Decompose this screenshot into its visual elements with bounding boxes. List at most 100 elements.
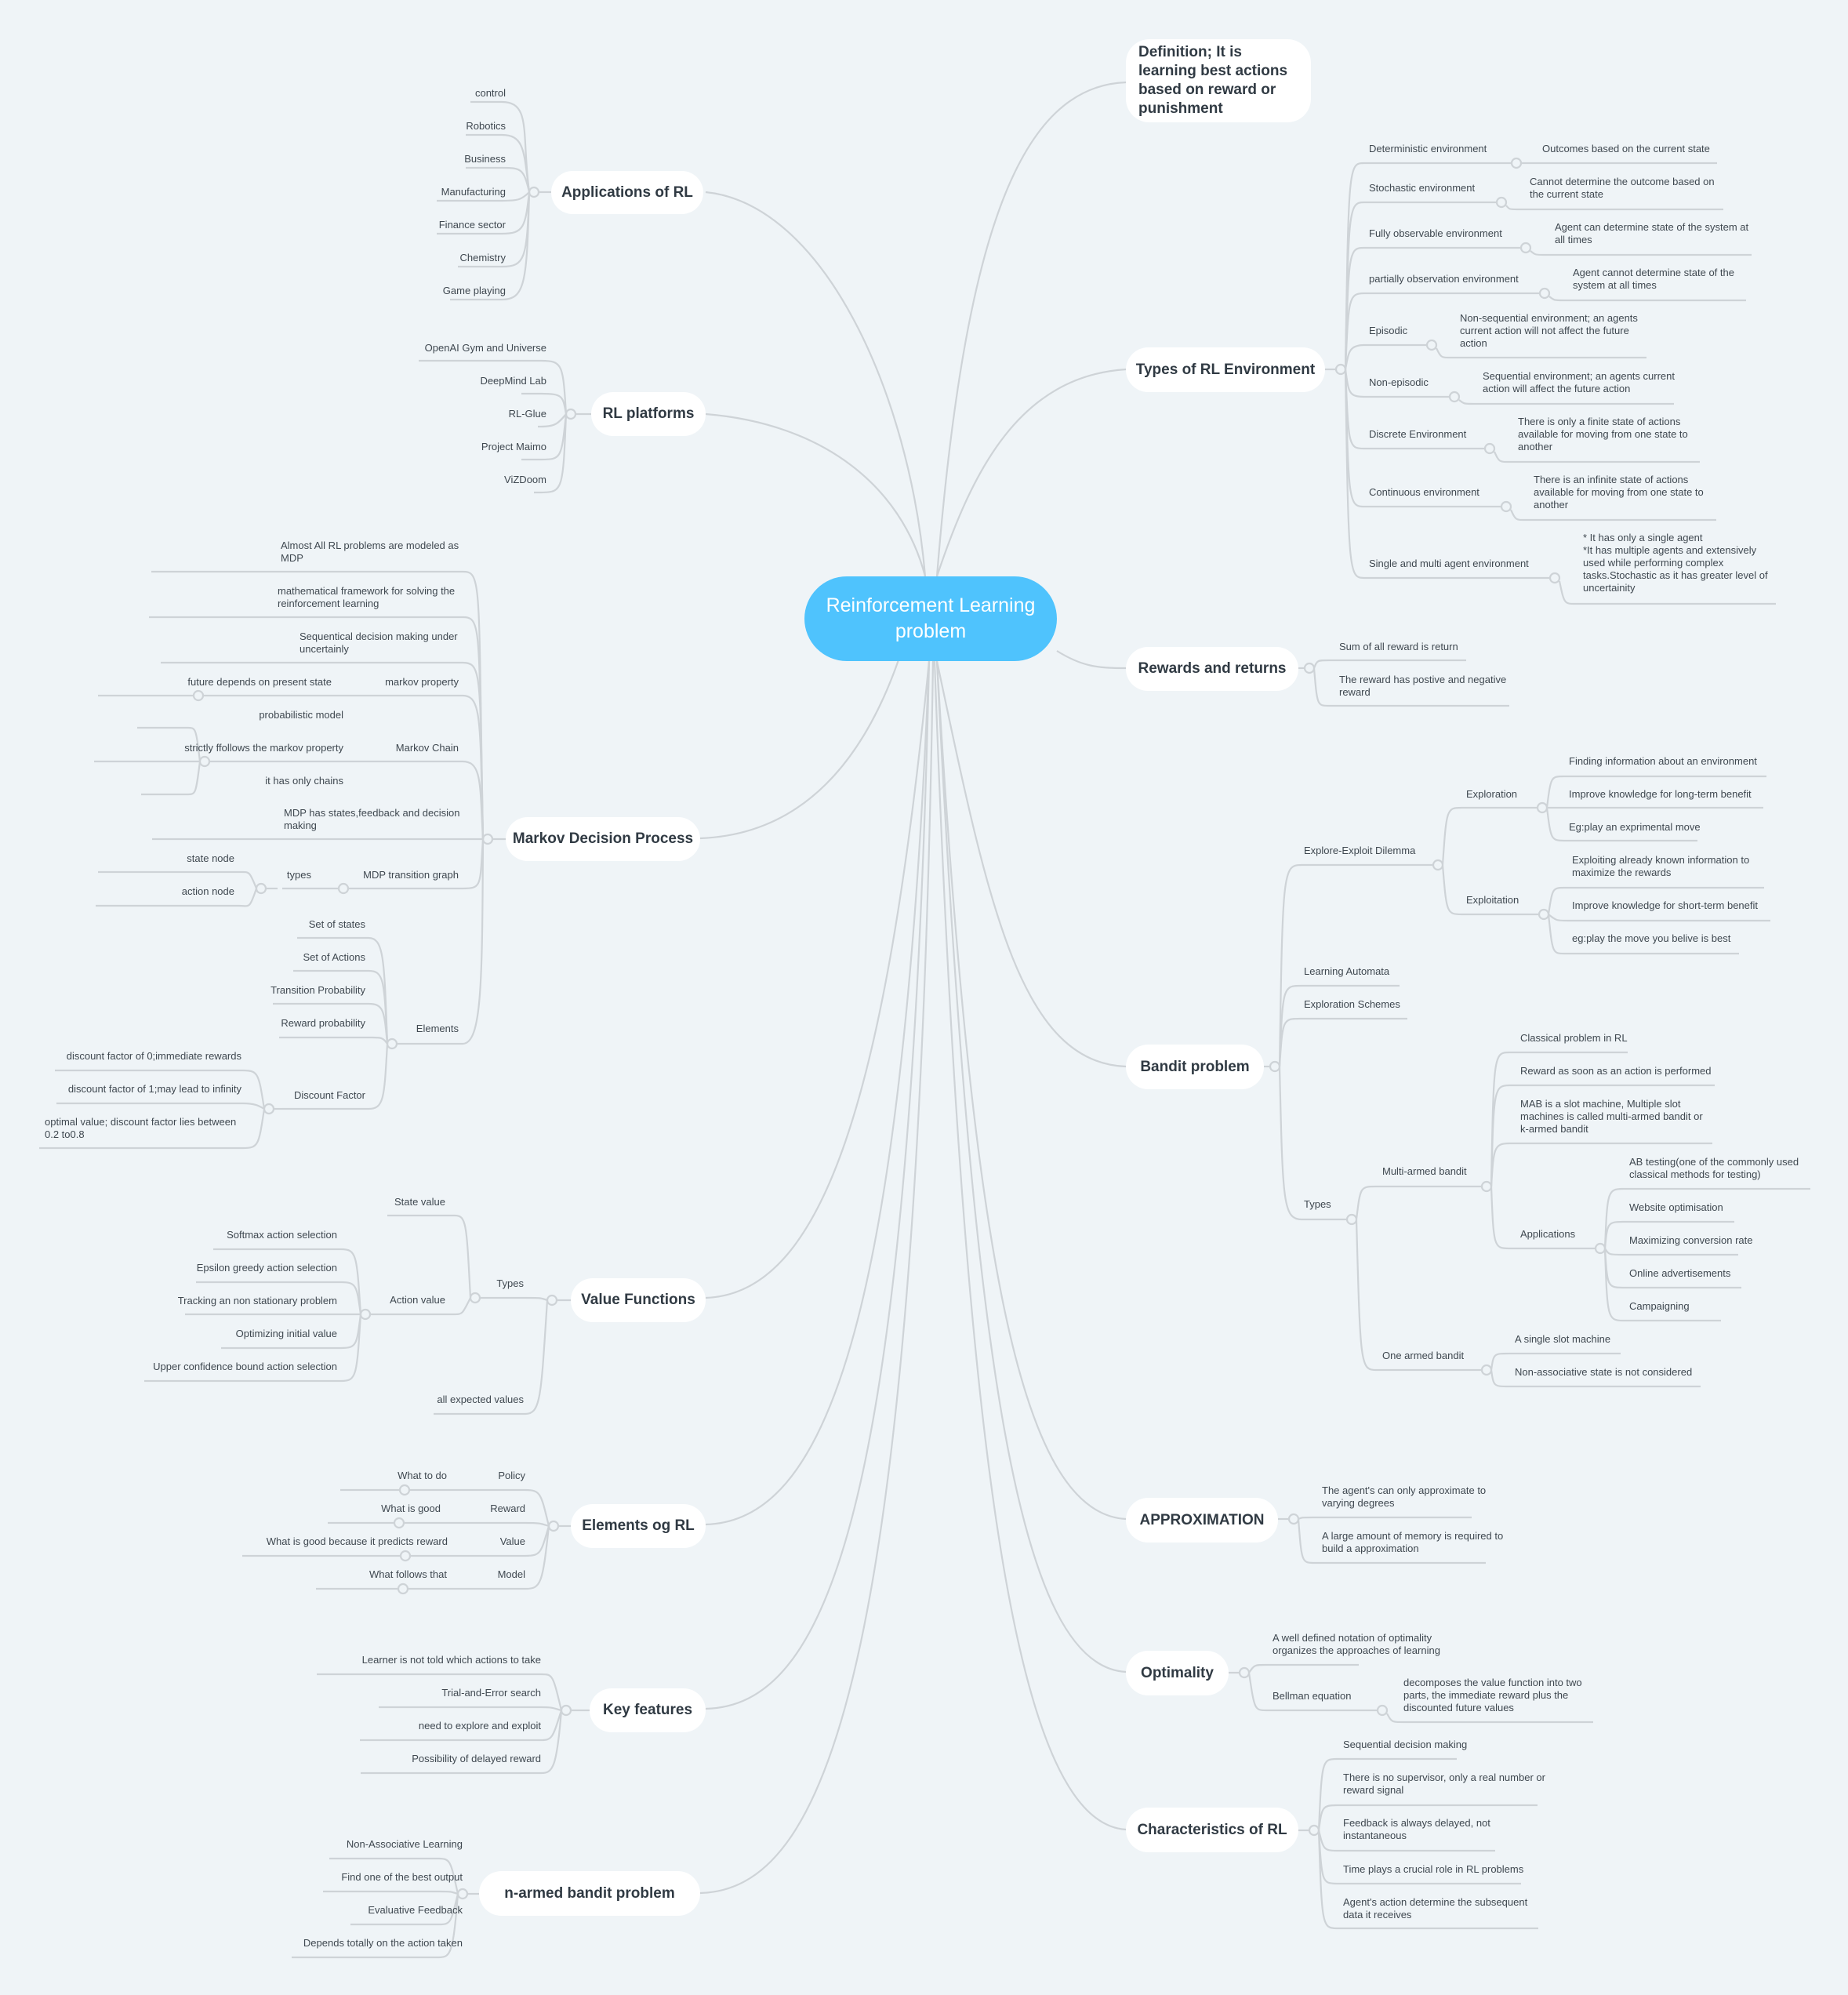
- exploitation-child[interactable]: Exploiting already known information to …: [1572, 854, 1750, 878]
- bellman-equation[interactable]: Bellman equation: [1273, 1690, 1352, 1702]
- platform-item[interactable]: ViZDoom: [504, 474, 546, 485]
- env-type[interactable]: Fully observable environment: [1369, 227, 1502, 239]
- env-type-desc[interactable]: Agent can determine state of the system …: [1555, 221, 1749, 245]
- bandit-application-item[interactable]: AB testing(one of the commonly used clas…: [1629, 1156, 1799, 1180]
- rewards-item[interactable]: The reward has postive and negative rewa…: [1339, 674, 1507, 698]
- mdp-item[interactable]: Sequentical decision making under uncert…: [300, 630, 458, 655]
- topic-markov-decision-process[interactable]: Markov Decision Process: [506, 817, 700, 861]
- optimality-notation[interactable]: A well defined notation of optimality or…: [1273, 1632, 1440, 1656]
- topic-value-functions[interactable]: Value Functions: [571, 1278, 706, 1322]
- env-type[interactable]: Single and multi agent environment: [1369, 558, 1529, 569]
- element-child[interactable]: What follows that: [369, 1568, 447, 1580]
- bandit-dilemma[interactable]: Explore-Exploit Dilemma: [1304, 845, 1416, 856]
- topic-characteristics-of-rl[interactable]: Characteristics of RL: [1126, 1808, 1298, 1852]
- platform-item[interactable]: Project Maimo: [481, 441, 546, 452]
- n-armed-item[interactable]: Non-Associative Learning: [346, 1838, 463, 1850]
- bandit-application-item[interactable]: Online advertisements: [1629, 1267, 1731, 1279]
- bandit-application-item[interactable]: Campaigning: [1629, 1300, 1690, 1312]
- topic-approximation[interactable]: APPROXIMATION: [1126, 1498, 1278, 1543]
- env-type[interactable]: Continuous environment: [1369, 486, 1479, 498]
- n-armed-item[interactable]: Find one of the best output: [341, 1871, 463, 1883]
- env-type[interactable]: Episodic: [1369, 325, 1408, 336]
- element-label[interactable]: Policy: [498, 1470, 525, 1481]
- env-type[interactable]: Deterministic environment: [1369, 143, 1487, 154]
- multi-armed-child[interactable]: Classical problem in RL: [1520, 1032, 1628, 1044]
- elements-child[interactable]: Set of Actions: [303, 951, 366, 963]
- env-type-desc[interactable]: Agent cannot determine state of the syst…: [1573, 267, 1734, 291]
- key-feature-item[interactable]: Possibility of delayed reward: [412, 1753, 541, 1764]
- approximation-item[interactable]: The agent's can only approximate to vary…: [1322, 1484, 1487, 1509]
- multi-armed-child[interactable]: MAB is a slot machine, Multiple slot mac…: [1520, 1098, 1703, 1135]
- app-item[interactable]: Robotics: [466, 120, 506, 132]
- one-armed-bandit[interactable]: One armed bandit: [1382, 1350, 1465, 1361]
- env-type-desc[interactable]: There is an infinite state of actions av…: [1534, 474, 1704, 511]
- key-feature-item[interactable]: need to explore and exploit: [418, 1720, 541, 1732]
- bandit-learning-automata[interactable]: Learning Automata: [1304, 965, 1390, 977]
- discount-child[interactable]: discount factor of 1;may lead to infinit…: [67, 1083, 241, 1095]
- element-child[interactable]: What to do: [398, 1470, 447, 1481]
- bandit-applications[interactable]: Applications: [1520, 1228, 1576, 1240]
- platform-item[interactable]: OpenAI Gym and Universe: [424, 342, 546, 354]
- characteristic-item[interactable]: Feedback is always delayed, not instanta…: [1343, 1817, 1490, 1841]
- multi-armed-child[interactable]: Reward as soon as an action is performed: [1520, 1065, 1712, 1077]
- env-type[interactable]: partially observation environment: [1369, 273, 1519, 285]
- mdp-elements[interactable]: Elements: [416, 1023, 459, 1034]
- topic-rewards-and-returns[interactable]: Rewards and returns: [1126, 647, 1298, 691]
- element-label[interactable]: Value: [499, 1535, 525, 1547]
- env-type-desc[interactable]: Cannot determine the outcome based on th…: [1530, 176, 1715, 200]
- app-item[interactable]: Manufacturing: [441, 186, 506, 198]
- action-value-child[interactable]: Softmax action selection: [227, 1229, 337, 1241]
- app-item[interactable]: Finance sector: [438, 219, 506, 231]
- topic-elements-of-rl[interactable]: Elements og RL: [571, 1504, 706, 1548]
- exploitation-child[interactable]: Improve knowledge for short-term benefit: [1572, 899, 1758, 911]
- env-type[interactable]: Discrete Environment: [1369, 428, 1467, 440]
- characteristic-item[interactable]: There is no supervisor, only a real numb…: [1343, 1772, 1545, 1796]
- exploitation-child[interactable]: eg:play the move you belive is best: [1572, 932, 1731, 944]
- app-item[interactable]: control: [474, 87, 506, 99]
- topic-rl-platforms[interactable]: RL platforms: [591, 392, 706, 436]
- characteristic-item[interactable]: Sequential decision making: [1343, 1739, 1468, 1750]
- bandit-application-item[interactable]: Website optimisation: [1629, 1201, 1723, 1213]
- value-types[interactable]: Types: [496, 1277, 524, 1289]
- bandit-exploration[interactable]: Exploration: [1466, 788, 1518, 800]
- mdp-markov-chain[interactable]: Markov Chain: [395, 742, 459, 754]
- topic-types-of-rl-environment[interactable]: Types of RL Environment: [1126, 347, 1325, 392]
- app-item[interactable]: Chemistry: [459, 252, 506, 263]
- mdp-item[interactable]: mathematical framework for solving the r…: [278, 585, 456, 609]
- markov-chain-child[interactable]: probabilistic model: [259, 709, 343, 721]
- element-child[interactable]: What is good: [381, 1503, 441, 1514]
- topic-optimality[interactable]: Optimality: [1126, 1651, 1229, 1695]
- elements-child[interactable]: Reward probability: [281, 1017, 365, 1029]
- mdp-markov-property-child[interactable]: future depends on present state: [187, 676, 332, 688]
- transition-types[interactable]: types: [286, 869, 311, 881]
- markov-chain-child[interactable]: strictly ffollows the markov property: [184, 742, 343, 754]
- expected-values[interactable]: all expected values: [437, 1394, 524, 1405]
- platform-item[interactable]: DeepMind Lab: [480, 375, 546, 387]
- elements-child[interactable]: Set of states: [308, 918, 365, 930]
- approximation-item[interactable]: A large amount of memory is required to …: [1322, 1530, 1504, 1554]
- bandit-types[interactable]: Types: [1304, 1198, 1331, 1210]
- topic-applications-of-rl[interactable]: Applications of RL: [551, 171, 703, 214]
- env-type-desc[interactable]: Sequential environment; an agents curren…: [1483, 370, 1675, 394]
- action-value-child[interactable]: Tracking an non stationary problem: [177, 1295, 337, 1306]
- n-armed-item[interactable]: Depends totally on the action taken: [303, 1937, 463, 1949]
- discount-child[interactable]: discount factor of 0;immediate rewards: [66, 1050, 241, 1062]
- env-type-desc[interactable]: * It has only a single agent *It has mul…: [1583, 532, 1768, 594]
- action-value[interactable]: Action value: [390, 1294, 445, 1306]
- characteristic-item[interactable]: Time plays a crucial role in RL problems: [1343, 1863, 1524, 1875]
- mdp-states-item[interactable]: MDP has states,feedback and decision mak…: [284, 807, 460, 831]
- element-label[interactable]: Model: [497, 1568, 525, 1580]
- one-armed-child[interactable]: A single slot machine: [1515, 1333, 1611, 1345]
- app-item[interactable]: Game playing: [442, 285, 506, 296]
- bellman-desc[interactable]: decomposes the value function into two p…: [1403, 1677, 1582, 1713]
- bandit-application-item[interactable]: Maximizing conversion rate: [1629, 1234, 1753, 1246]
- key-feature-item[interactable]: Trial-and-Error search: [441, 1687, 541, 1699]
- exploration-child[interactable]: Eg:play an exprimental move: [1569, 821, 1701, 833]
- env-type-desc[interactable]: Outcomes based on the current state: [1542, 143, 1710, 154]
- mdp-transition-graph[interactable]: MDP transition graph: [363, 869, 459, 881]
- topic-definition[interactable]: Definition; It is learning best actions …: [1126, 39, 1311, 122]
- exploration-child[interactable]: Finding information about an environment: [1569, 755, 1757, 767]
- env-type-desc[interactable]: Non-sequential environment; an agents cu…: [1460, 312, 1638, 349]
- action-value-child[interactable]: Upper confidence bound action selection: [153, 1361, 337, 1372]
- state-value[interactable]: State value: [394, 1196, 445, 1208]
